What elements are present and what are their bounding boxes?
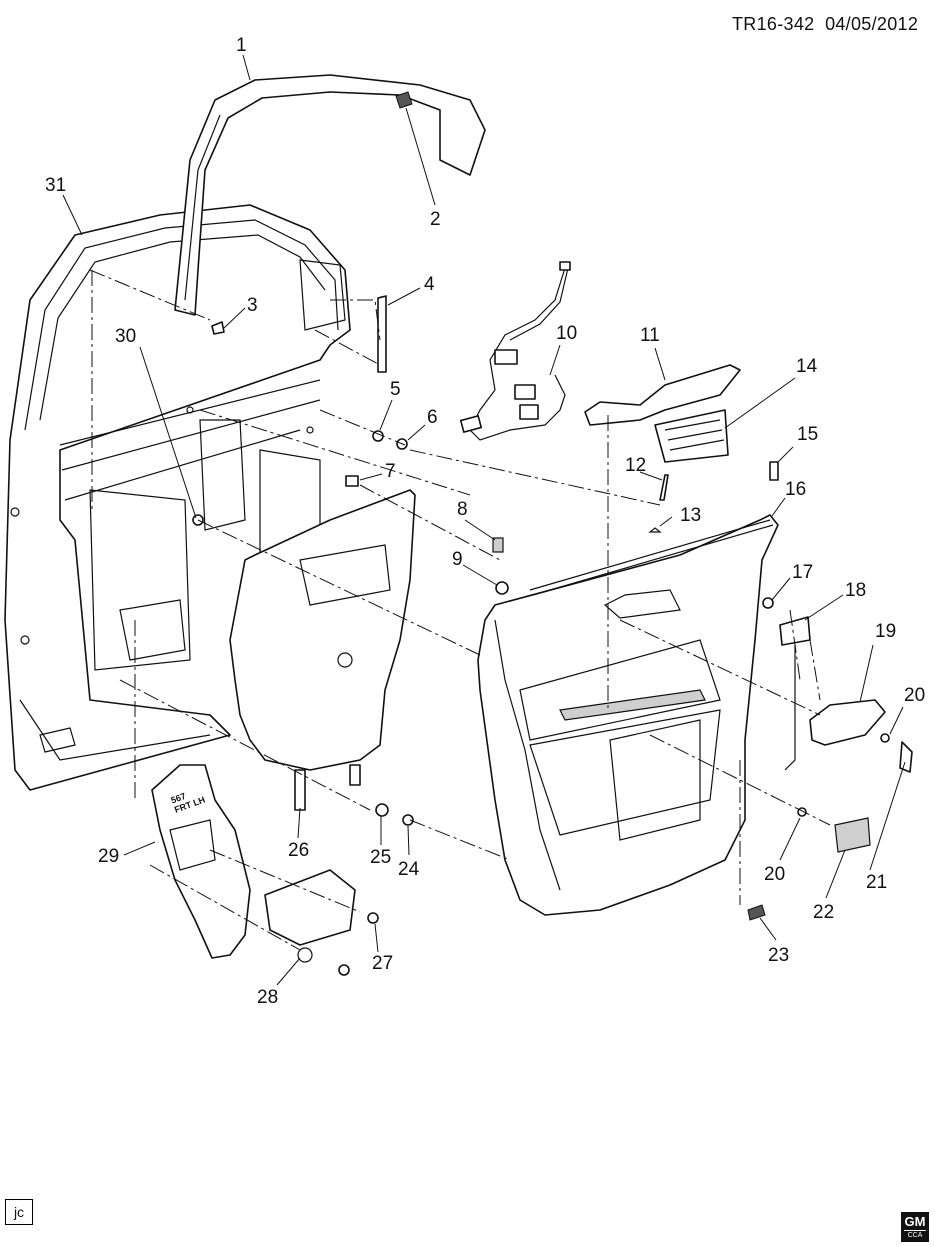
screw-3 xyxy=(211,321,225,335)
fasteners xyxy=(192,430,890,976)
callout-15: 15 xyxy=(797,424,819,445)
callout-20a: 20 xyxy=(904,685,926,706)
window-switch-assembly xyxy=(584,364,779,533)
callout-20b: 20 xyxy=(764,864,786,885)
callout-1: 1 xyxy=(236,35,247,56)
handle-cover xyxy=(899,741,913,773)
gm-logo-brand: GM xyxy=(904,1214,926,1231)
callout-2: 2 xyxy=(430,209,441,230)
callout-19: 19 xyxy=(875,621,897,642)
callout-4: 4 xyxy=(424,274,435,295)
inside-handle xyxy=(809,699,886,746)
belt-seal xyxy=(529,519,771,591)
callout-29: 29 xyxy=(98,846,120,867)
door-trim-panel xyxy=(477,514,779,916)
fastener-17 xyxy=(762,597,774,609)
fastener-9 xyxy=(495,581,509,595)
diagram-reference-code: TR16-342 04/05/2012 xyxy=(732,14,918,35)
trim-insert xyxy=(834,817,871,853)
callout-5: 5 xyxy=(390,379,401,400)
diagram-date: 04/05/2012 xyxy=(825,14,919,34)
callout-27: 27 xyxy=(372,953,394,974)
callout-28: 28 xyxy=(257,987,279,1008)
callout-10: 10 xyxy=(556,323,578,344)
window-channel-molding xyxy=(174,74,486,316)
fastener-20a xyxy=(880,733,890,743)
lock-switch xyxy=(779,616,811,646)
water-deflector xyxy=(229,489,416,811)
fastener-8 xyxy=(492,537,504,553)
callout-13: 13 xyxy=(680,505,702,526)
callout-11: 11 xyxy=(640,325,660,346)
gm-logo-sub: CCA xyxy=(907,1232,923,1239)
fastener-27b xyxy=(338,964,350,976)
callout-21: 21 xyxy=(866,872,888,893)
callout-17: 17 xyxy=(792,562,814,583)
callout-14: 14 xyxy=(796,356,818,377)
wiring-harness xyxy=(459,261,571,441)
callout-8: 8 xyxy=(457,499,468,520)
callout-7: 7 xyxy=(385,461,396,482)
fastener-24 xyxy=(402,814,414,826)
alignment-lines xyxy=(89,269,831,951)
callout-12: 12 xyxy=(625,455,647,476)
callout-25: 25 xyxy=(370,847,392,868)
callout-26: 26 xyxy=(288,840,310,861)
callout-24: 24 xyxy=(398,859,420,880)
sound-barrier xyxy=(151,764,356,963)
fastener-25 xyxy=(375,803,389,817)
switch-lead xyxy=(784,645,796,771)
callout-3: 3 xyxy=(247,295,258,316)
callout-18: 18 xyxy=(845,580,867,601)
gm-logo: GM CCA xyxy=(901,1212,929,1242)
diagram-id: TR16-342 xyxy=(732,14,815,34)
callout-23: 23 xyxy=(768,945,790,966)
seal-4 xyxy=(377,295,387,373)
callout-22: 22 xyxy=(813,902,835,923)
callout-9: 9 xyxy=(452,549,463,570)
clip-23 xyxy=(747,904,766,921)
corner-code-box: jc xyxy=(5,1199,33,1225)
callout-6: 6 xyxy=(427,407,438,428)
callout-16: 16 xyxy=(785,479,807,500)
fastener-27a xyxy=(367,912,379,924)
callout-30: 30 xyxy=(115,326,137,347)
fastener-7 xyxy=(345,475,359,487)
clip-2 xyxy=(395,91,413,109)
callout-31: 31 xyxy=(45,175,67,196)
belt-seal-inner xyxy=(532,524,774,596)
leader-lines xyxy=(62,54,906,986)
